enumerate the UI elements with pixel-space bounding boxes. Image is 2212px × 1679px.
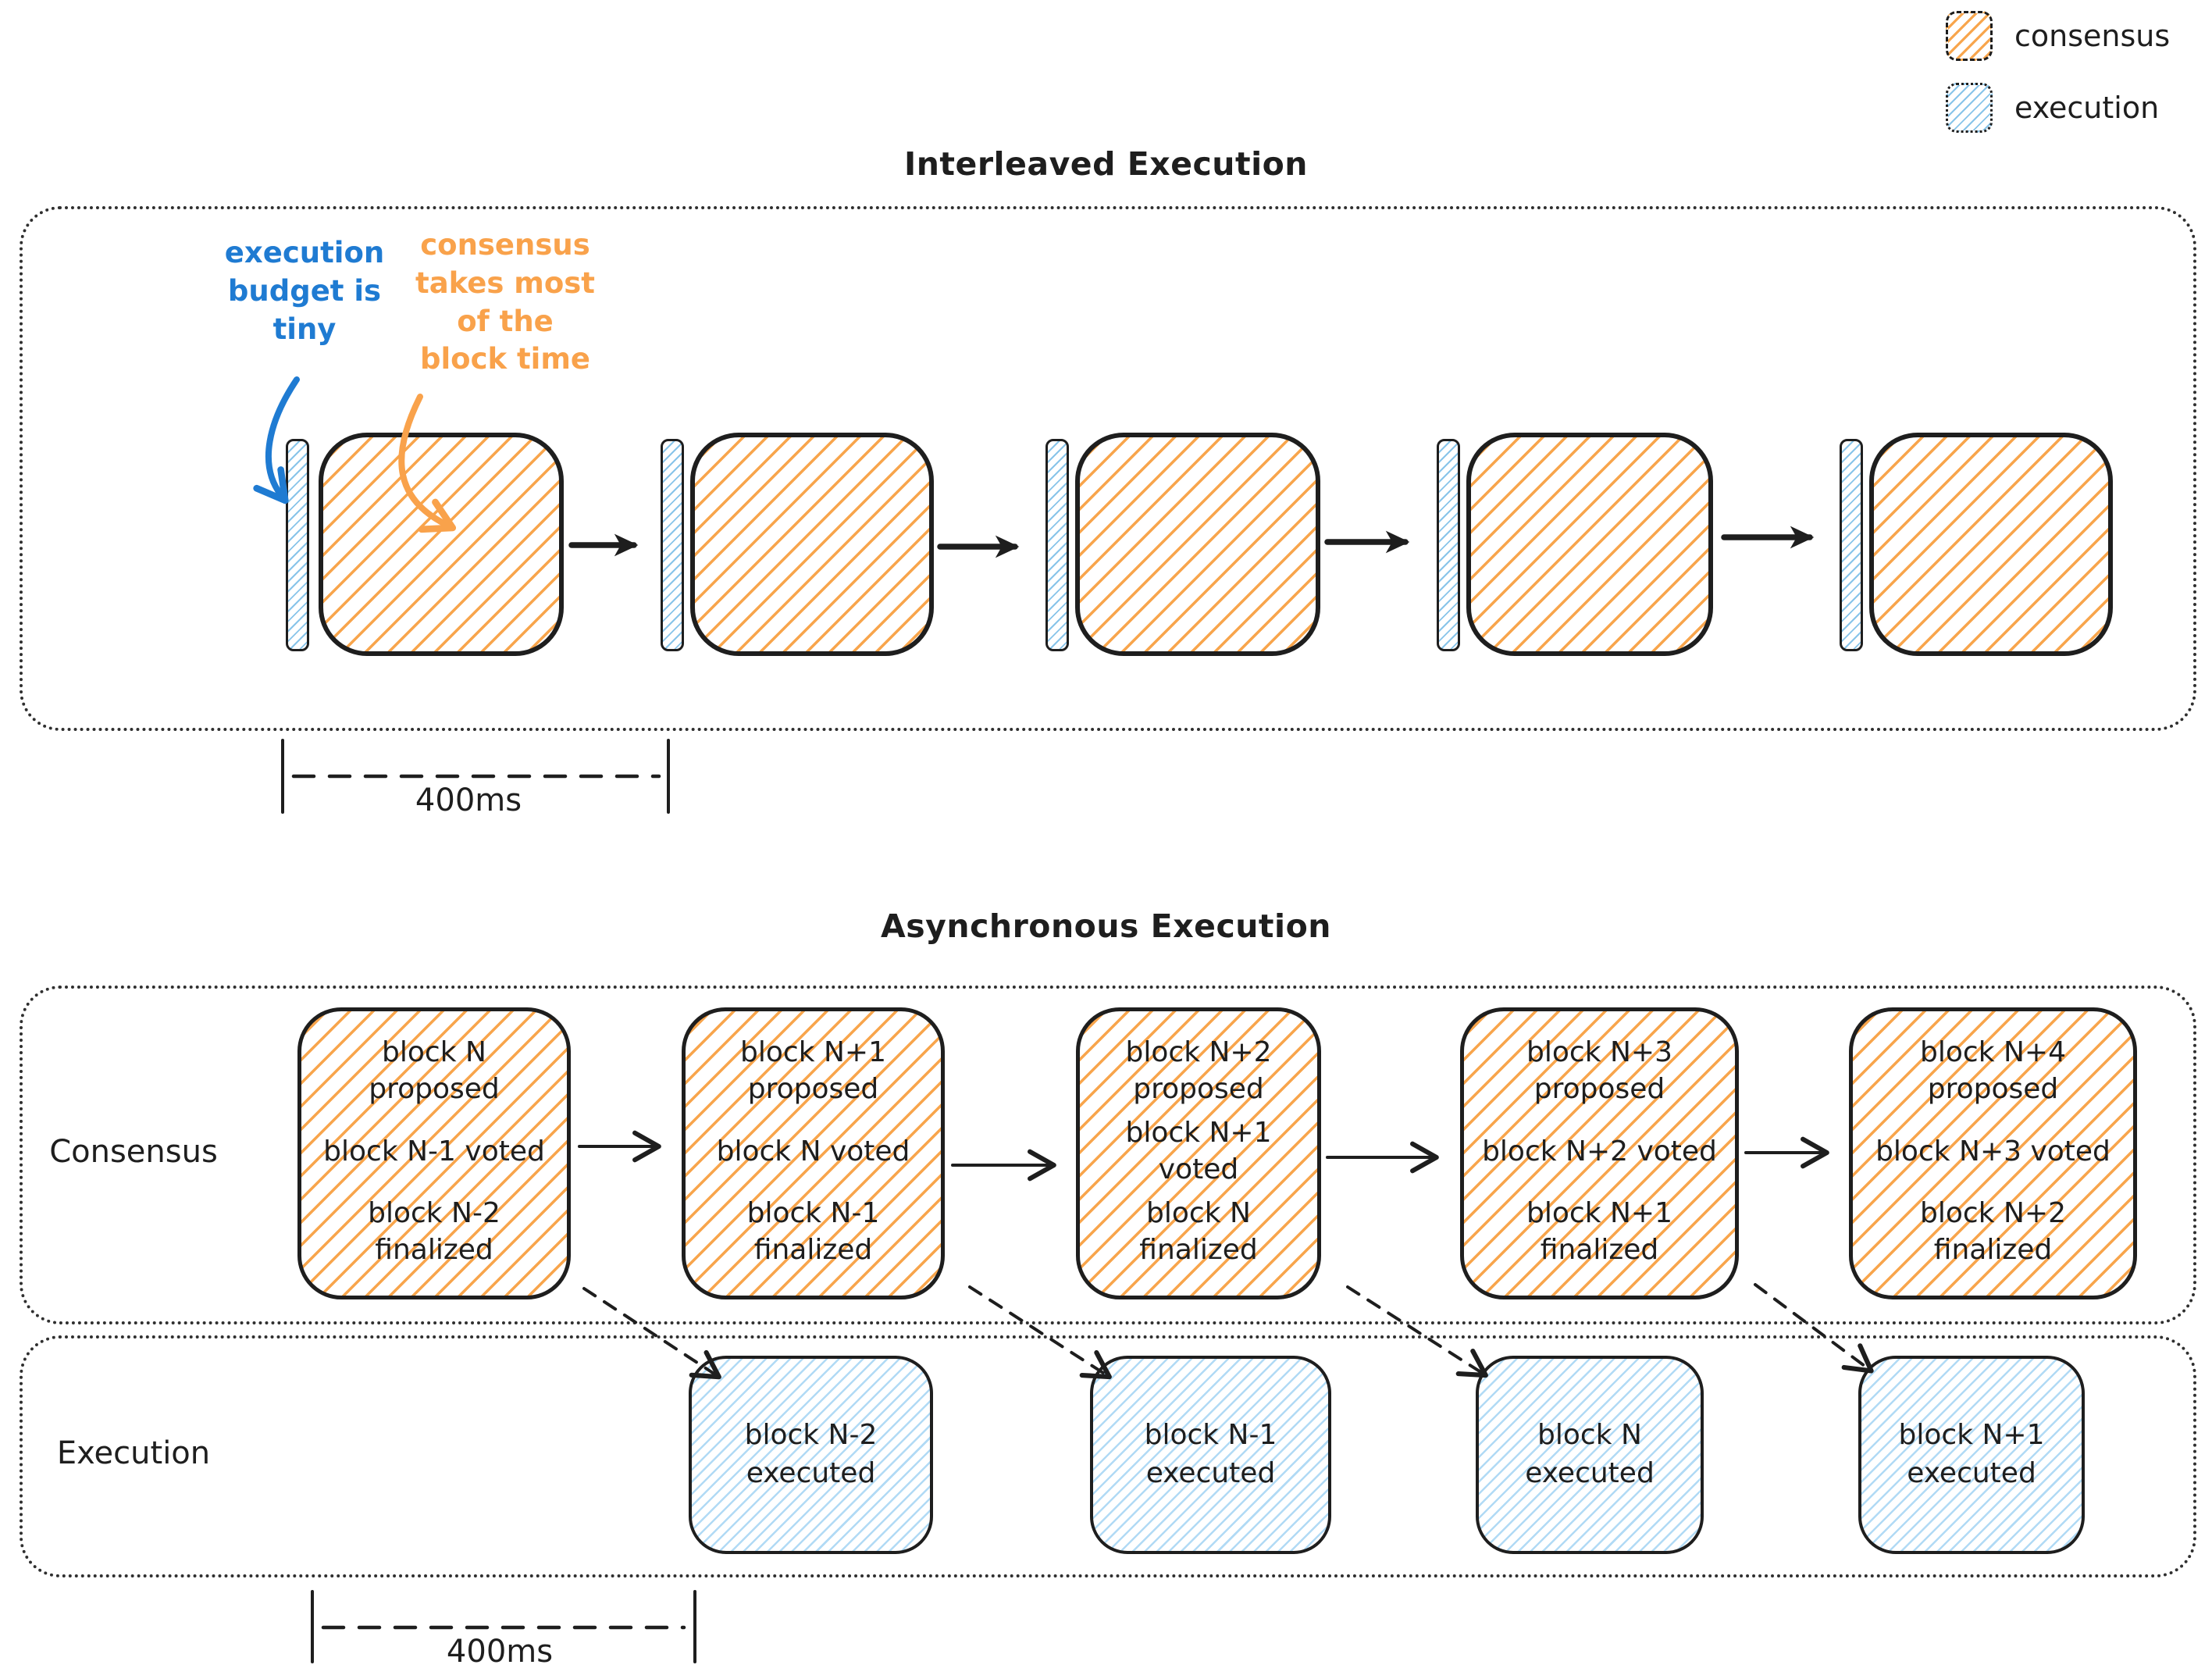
block-status-line: executed <box>1525 1457 1655 1489</box>
finalized-group: block N-1 finalized <box>747 1196 880 1269</box>
proposed-group: block N+3 proposed <box>1526 1035 1672 1108</box>
interleaved-measure-label: 400ms <box>415 782 522 818</box>
note-line: budget is <box>227 273 382 308</box>
execution-lane-label: Execution <box>56 1435 211 1471</box>
executed-round-box: block N executed <box>1476 1356 1704 1554</box>
block-status-line: proposed <box>1533 1072 1665 1105</box>
block-status-line: block N <box>1146 1197 1251 1230</box>
proposed-group: block N+1 proposed <box>740 1035 886 1108</box>
block-status-line: proposed <box>747 1072 879 1105</box>
proposed-group: block N+4 proposed <box>1920 1035 2066 1108</box>
execution-legend-label: execution <box>2014 91 2160 125</box>
note-line: takes most <box>415 266 595 300</box>
block-status-line: block N-1 <box>746 1197 880 1230</box>
consensus-round-box: block N+1 proposed block N voted block N… <box>682 1007 945 1299</box>
block-status-line: proposed <box>1133 1072 1264 1105</box>
block-status-line: block N+1 <box>740 1036 886 1068</box>
consensus-block <box>1075 433 1320 656</box>
execution-slice-bar <box>286 439 309 651</box>
note-line: tiny <box>272 312 337 346</box>
consensus-block <box>690 433 934 656</box>
execution-slice-bar <box>1045 439 1069 651</box>
block-status-line: block N+2 <box>1125 1036 1272 1068</box>
block-status-line: block N-1 <box>1144 1419 1277 1452</box>
consensus-legend-swatch-icon <box>1946 11 1993 61</box>
block-status-line: block N-2 <box>368 1197 500 1230</box>
consensus-legend-label: consensus <box>2014 19 2171 53</box>
block-status-line: finalized <box>1933 1234 2053 1267</box>
voted-line: block N+1 voted <box>1125 1117 1272 1185</box>
voted-line: block N+2 voted <box>1482 1135 1717 1167</box>
execution-budget-note: execution budget is tiny <box>194 234 415 348</box>
block-status-line: finalized <box>1139 1234 1258 1267</box>
asynchronous-measure-label: 400ms <box>446 1634 554 1670</box>
block-status-line: block N+1 <box>1526 1197 1672 1230</box>
execution-legend-swatch-icon <box>1946 83 1993 133</box>
proposed-group: block N+2 proposed <box>1126 1035 1272 1108</box>
note-line: execution <box>224 236 385 269</box>
finalized-group: block N finalized <box>1139 1196 1257 1269</box>
interleaved-title: Interleaved Execution <box>903 145 1308 183</box>
finalized-group: block N+1 finalized <box>1526 1196 1672 1269</box>
proposed-group: block N proposed <box>369 1035 500 1108</box>
block-status-line: block N+1 <box>1898 1419 2045 1452</box>
consensus-round-box: block N+4 proposed block N+3 voted block… <box>1849 1007 2137 1299</box>
voted-line: block N-1 voted <box>323 1135 545 1167</box>
execution-slice-bar <box>1840 439 1863 651</box>
executed-round-box: block N+1 executed <box>1858 1356 2085 1554</box>
consensus-block <box>1466 433 1713 656</box>
note-line: block time <box>419 342 591 376</box>
note-line: consensus <box>420 228 590 262</box>
consensus-block <box>1869 433 2113 656</box>
consensus-round-box: block N+2 proposed block N+1 voted block… <box>1076 1007 1321 1299</box>
block-status-line: finalized <box>1540 1234 1659 1267</box>
executed-round-box: block N-1 executed <box>1090 1356 1331 1554</box>
consensus-lane-label: Consensus <box>49 1134 218 1170</box>
block-status-line: executed <box>746 1457 876 1489</box>
block-status-line: block N+2 <box>1920 1197 2066 1230</box>
legend: consensus execution <box>1936 5 2202 145</box>
block-status-line: executed <box>1907 1457 2036 1489</box>
finalized-group: block N-2 finalized <box>368 1196 500 1269</box>
consensus-block <box>319 433 564 656</box>
consensus-time-note: consensus takes most of the block time <box>384 226 626 379</box>
interleaved-section-frame <box>20 206 2196 731</box>
note-line: of the <box>457 304 554 338</box>
executed-round-box: block N-2 executed <box>689 1356 933 1554</box>
execution-slice-bar <box>661 439 684 651</box>
execution-slice-bar <box>1437 439 1460 651</box>
consensus-lane-frame <box>20 986 2196 1324</box>
block-status-line: block N <box>382 1036 486 1068</box>
consensus-round-box: block N+3 proposed block N+2 voted block… <box>1460 1007 1739 1299</box>
execution-lane-frame <box>20 1335 2196 1577</box>
block-status-line: finalized <box>375 1234 493 1267</box>
block-status-line: executed <box>1145 1457 1276 1489</box>
block-status-line: block N <box>1537 1419 1642 1452</box>
consensus-round-box: block N proposed block N-1 voted block N… <box>297 1007 571 1299</box>
block-status-line: block N+3 <box>1526 1036 1672 1068</box>
block-status-line: finalized <box>753 1234 873 1267</box>
finalized-group: block N+2 finalized <box>1920 1196 2066 1269</box>
block-status-line: proposed <box>1927 1072 2059 1105</box>
block-status-line: block N-2 <box>744 1419 878 1452</box>
voted-line: block N+3 voted <box>1875 1135 2110 1167</box>
voted-line: block N voted <box>716 1135 910 1167</box>
asynchronous-title: Asynchronous Execution <box>881 907 1331 945</box>
block-status-line: block N+4 <box>1920 1036 2066 1068</box>
block-status-line: proposed <box>369 1072 500 1105</box>
